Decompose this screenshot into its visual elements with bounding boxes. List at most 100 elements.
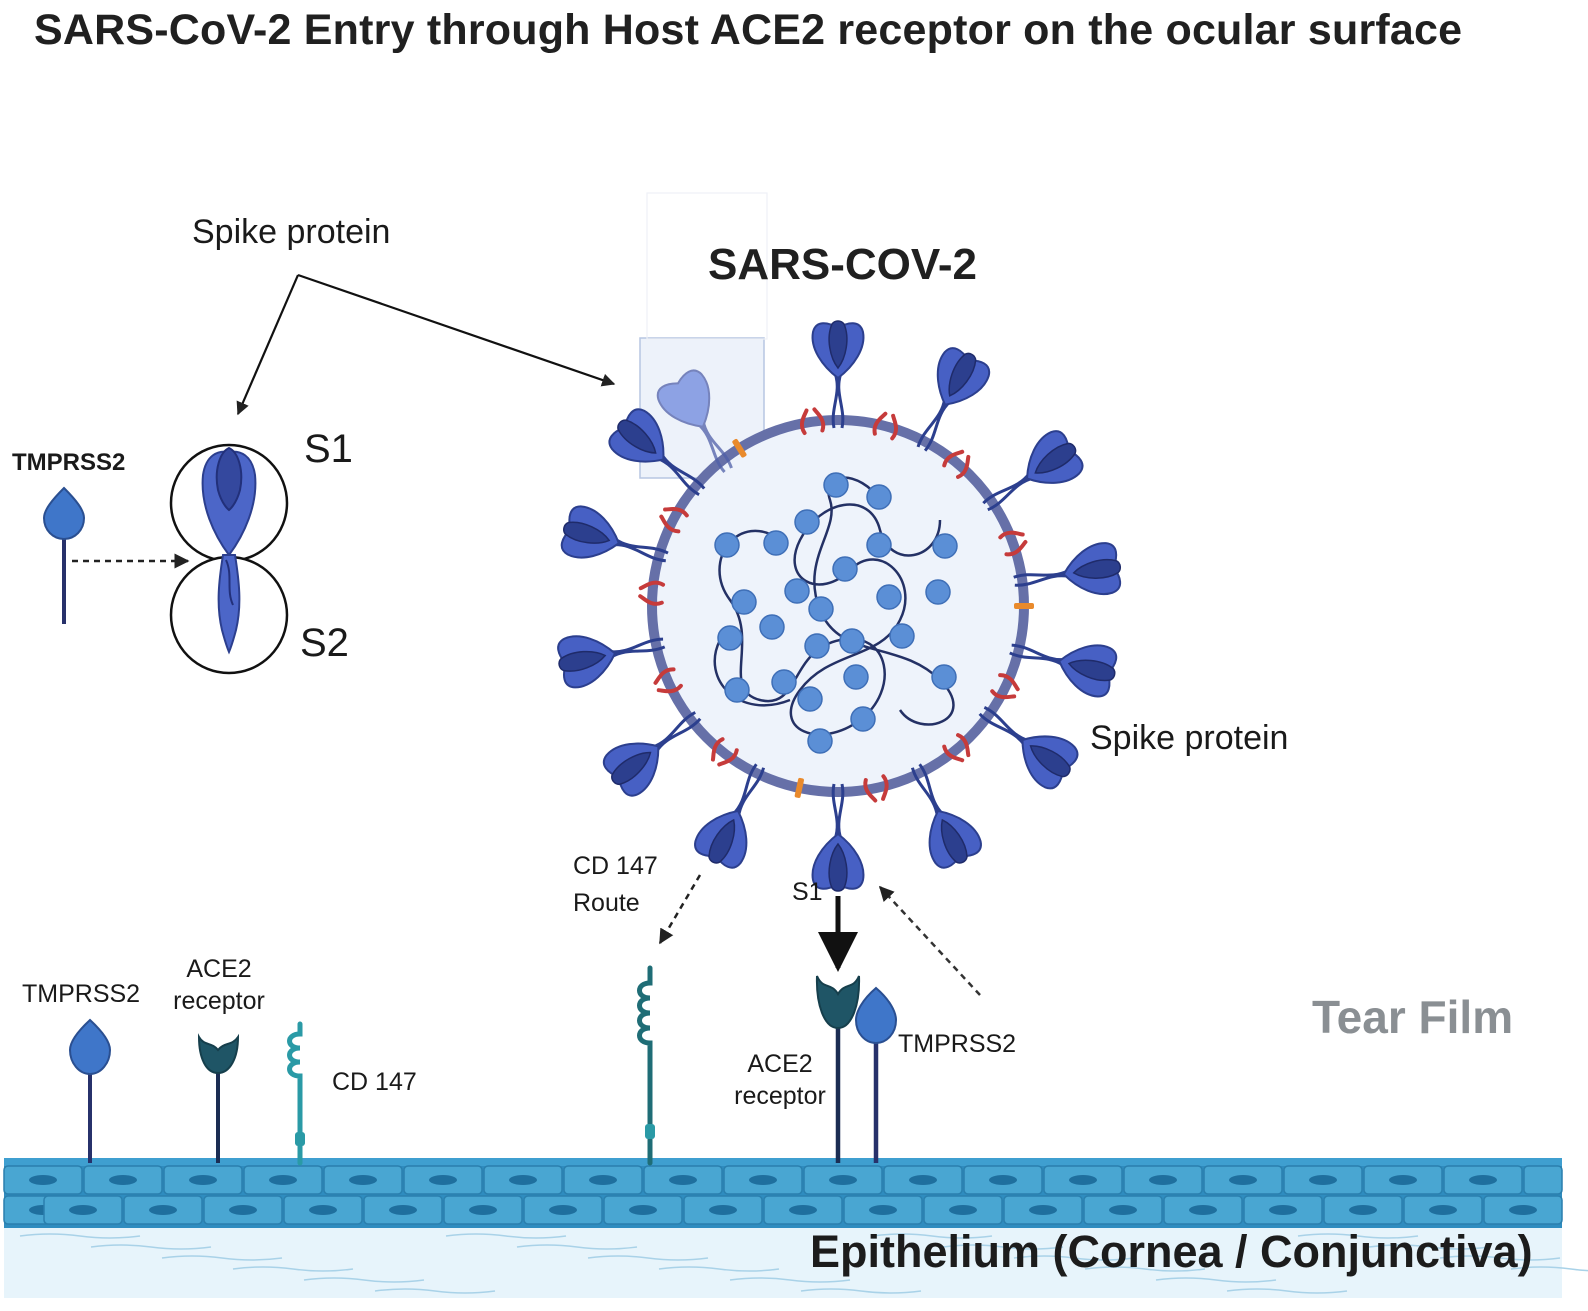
membrane-proteins <box>638 407 1034 803</box>
ace2-membrane-label-line2: receptor <box>173 987 265 1015</box>
spike-protein-label-right: Spike protein <box>1090 719 1289 757</box>
tmprss2-label-right: TMPRSS2 <box>898 1030 1017 1058</box>
epithelial-cell <box>1163 1195 1243 1225</box>
cd147-route-label: CD 147 Route <box>573 848 658 922</box>
epithelial-cell <box>163 1165 243 1195</box>
cd147-route-label-line2: Route <box>573 889 640 917</box>
membrane-protein-icon <box>942 449 971 479</box>
epithelial-cell <box>43 1195 123 1225</box>
rna-nucleocapsid-node <box>807 728 833 754</box>
rna-nucleocapsid-node <box>876 584 902 610</box>
rna-nucleocapsid-node <box>932 533 958 559</box>
rna-nucleocapsid-node <box>832 556 858 582</box>
spike-protein-icon <box>811 783 865 892</box>
epithelial-cell <box>1363 1165 1443 1195</box>
epithelial-cell <box>363 1195 443 1225</box>
spike-protein-icon <box>811 320 865 429</box>
membrane-protein-icon <box>990 673 1020 700</box>
spike-protein-icon <box>602 711 702 797</box>
spike-protein-icon <box>978 706 1079 790</box>
stroma-fibers <box>19 1233 1588 1294</box>
s1-subunit-label: S1 <box>304 427 353 471</box>
rna-nucleocapsid-node <box>717 625 743 651</box>
epithelial-cell <box>763 1195 843 1225</box>
rna-nucleocapsid-node <box>797 686 823 712</box>
spike-protein-icon <box>916 347 991 452</box>
membrane-protein-icon <box>638 580 666 606</box>
epithelial-cell <box>83 1165 163 1195</box>
epithelial-cell <box>1083 1195 1163 1225</box>
rna-nucleocapsid-node <box>763 530 789 556</box>
spike-pointer-right <box>297 273 616 387</box>
membrane-ace2-left <box>197 1033 240 1163</box>
rna-nucleocapsid-node <box>889 623 915 649</box>
epithelial-cell <box>1483 1195 1563 1225</box>
epithelial-cell <box>483 1165 563 1195</box>
membrane-tmprss2-left <box>68 1018 112 1163</box>
s2-subunit-label: S2 <box>300 621 349 665</box>
epithelial-cell <box>563 1165 643 1195</box>
epithelial-cell <box>443 1195 523 1225</box>
rna-nucleocapsid-node <box>866 532 892 558</box>
membrane-tmprss2-right <box>854 986 898 1163</box>
cd147-membrane-label: CD 147 <box>332 1068 417 1096</box>
spike-protein-icon <box>1013 542 1122 595</box>
rna-nucleocapsid-node <box>843 664 869 690</box>
epithelial-cell <box>963 1165 1043 1195</box>
rna-nucleocapsid-node <box>784 578 810 604</box>
spike-protein-label-top: Spike protein <box>192 213 391 251</box>
cd147-route-arrow <box>658 874 702 945</box>
spike-pointer-left <box>236 274 300 416</box>
spike-protein-icon <box>608 408 706 496</box>
epithelial-cell <box>123 1195 203 1225</box>
diagram-title: SARS-CoV-2 Entry through Host ACE2 recep… <box>34 6 1463 54</box>
tmprss2-label-left: TMPRSS2 <box>12 449 126 476</box>
membrane-protein-icon <box>872 411 899 441</box>
ace2-receptor-label-right: ACE2 receptor <box>726 1048 834 1112</box>
epithelium-layer <box>3 1158 1588 1298</box>
ace2-membrane-label: ACE2 receptor <box>166 953 272 1017</box>
spike-detail <box>169 443 289 675</box>
epithelial-cell <box>283 1195 363 1225</box>
spike-protein-icon <box>1009 643 1118 698</box>
rna-nucleocapsid-node <box>714 532 740 558</box>
s1-binding-label: S1 <box>792 878 823 906</box>
highlighted-spike-icon <box>656 369 733 473</box>
rna-nucleocapsid-node <box>808 596 834 622</box>
epithelial-cell <box>723 1165 803 1195</box>
epithelial-cell <box>603 1195 683 1225</box>
membrane-protein-icon <box>942 733 971 763</box>
ace2-receptor-label-right-line2: receptor <box>734 1082 826 1110</box>
epithelial-cell <box>3 1165 83 1195</box>
spike-protein-icon <box>910 763 982 869</box>
epithelial-cell <box>523 1195 603 1225</box>
rna-nucleocapsid-node <box>759 614 785 640</box>
epithelial-cell <box>643 1165 723 1195</box>
epithelial-cell <box>403 1165 483 1195</box>
epithelial-cell <box>923 1195 1003 1225</box>
ace2-receptor-label-right-line1: ACE2 <box>747 1050 813 1078</box>
rna-nucleocapsid-node <box>850 706 876 732</box>
rna-nucleocapsid-node <box>794 509 820 535</box>
membrane-protein-icon <box>1014 603 1034 609</box>
spike-protein-icon <box>982 430 1084 512</box>
membrane-cd147-left <box>287 1021 305 1166</box>
tmprss2-route-arrow <box>878 885 981 996</box>
epithelial-cell <box>1403 1195 1483 1225</box>
membrane-cd147-right <box>637 965 655 1166</box>
rna-nucleocapsid-node <box>771 669 797 695</box>
epithelial-cell <box>1523 1165 1563 1195</box>
rna-genome <box>713 472 958 754</box>
sars-cov-2-virion <box>557 320 1122 892</box>
membrane-protein-icon <box>794 777 804 798</box>
rna-nucleocapsid-node <box>931 664 957 690</box>
rna-nucleocapsid-node <box>866 484 892 510</box>
membrane-protein-icon <box>653 667 683 694</box>
rna-nucleocapsid-node <box>724 677 750 703</box>
tear-film-label: Tear Film <box>1312 991 1514 1043</box>
membrane-protein-icon <box>710 737 739 767</box>
epithelial-cell <box>1443 1165 1523 1195</box>
epithelial-cell <box>1043 1165 1123 1195</box>
